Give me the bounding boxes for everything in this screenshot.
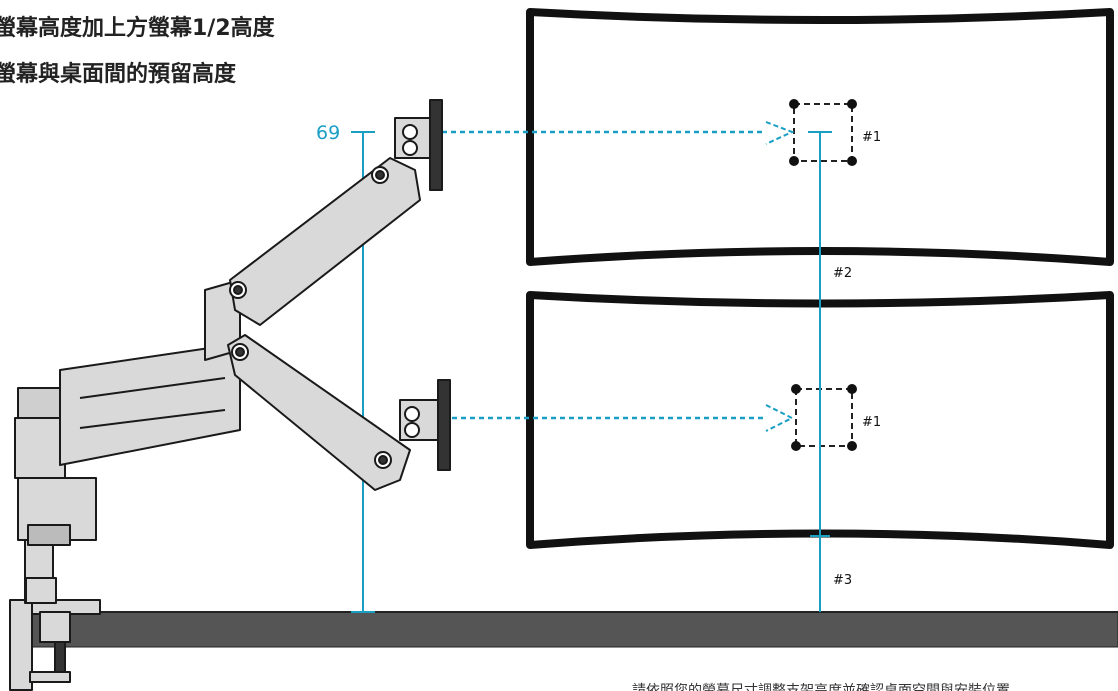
desk-surface xyxy=(29,611,1118,648)
lower-horizontal-arm xyxy=(59,344,241,466)
label-mount-lower: #1 xyxy=(862,415,881,430)
lower-gas-arm xyxy=(227,334,411,491)
height-value-label: 69 xyxy=(316,122,340,144)
monitor-arm xyxy=(9,99,451,691)
vesa-pattern-upper xyxy=(765,99,857,166)
label-center-line: #2 xyxy=(833,266,852,281)
upper-monitor xyxy=(526,8,1114,266)
upper-gas-arm xyxy=(229,157,421,326)
label-gap-line: #3 xyxy=(833,573,852,588)
center-measure-line xyxy=(808,131,832,612)
vesa-pattern-lower xyxy=(765,384,857,451)
instruction-note-bottom: 螢幕與桌面間的預留高度 xyxy=(0,62,237,87)
instruction-note-top: 螢幕高度加上方螢幕1/2高度 xyxy=(0,16,275,41)
lower-monitor xyxy=(526,291,1114,549)
footer-caption: 請依照您的螢幕尺寸調整支架高度並確認桌面空間與安裝位置 xyxy=(632,683,1010,691)
label-mount-upper: #1 xyxy=(862,130,881,145)
